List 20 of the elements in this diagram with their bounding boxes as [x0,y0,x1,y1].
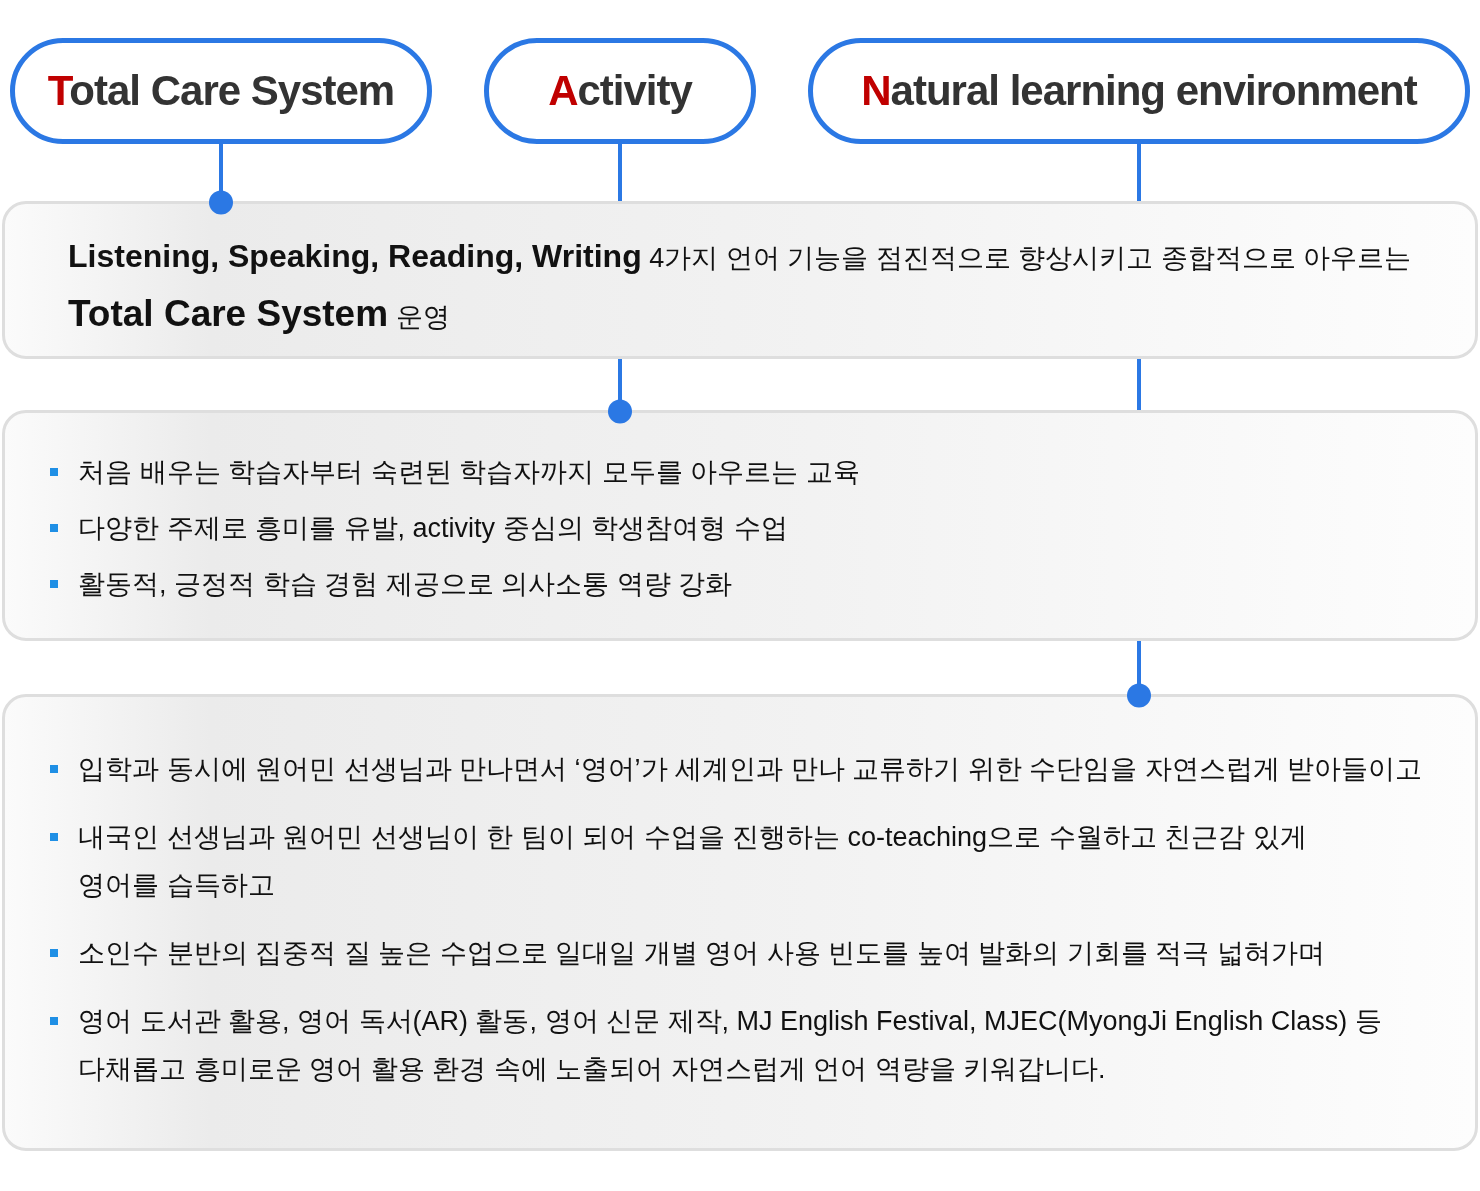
list-item: 처음 배우는 학습자부터 숙련된 학습자까지 모두를 아우르는 교육 [78,456,861,489]
category-pill: Total Care System [10,38,432,144]
connector-line [618,144,622,201]
connector-line [1127,641,1151,708]
text-panel [2,201,1478,359]
connector-line [1137,359,1141,410]
category-pill: Activity [484,38,756,144]
description-text: Listening, Speaking, Reading, Writing 4가지 언어 기능을 점진적으로 향상시키고 종합적으로 아우르는 Total Care System 운영 [68,237,1413,336]
text-panel [2,694,1478,1151]
list-item: 활동적, 긍정적 학습 경험 제공으로 의사소통 역량 강화 [78,568,733,601]
text-panel [2,410,1478,641]
list-item: 입학과 동시에 원어민 선생님과 만나면서 ‘영어’가 세계인과 만나 교류하기 위한 수단임을 자연스럽게 받아들이고 [78,753,1423,786]
list-item: 다양한 주제로 흥미를 유발, activity 중심의 학생참여형 수업 [78,512,789,545]
connector-line [1137,144,1141,201]
category-pill: Natural learning environment [808,38,1470,144]
list-item: 소인수 분반의 집중적 질 높은 수업으로 일대일 개별 영어 사용 빈도를 높여 발화의 기회를 적극 넓혀가며 [78,937,1326,970]
connector-line [209,144,233,215]
list-item: 영어 도서관 활용, 영어 독서(AR) 활동, 영어 신문 제작, MJ English Festival, MJEC(MyongJi English Class) 등 다채롭고 흥미로운 영어 활용 환경 속에 노출되어 자연스럽게 언어 역량을 키워갑니다. [78,1005,1383,1086]
list-item: 내국인 선생님과 원어민 선생님이 한 팀이 되어 수업을 진행하는 co-teaching으로 수월하고 친근감 있게 영어를 습득하고 [78,821,1308,902]
connector-line [608,359,632,424]
